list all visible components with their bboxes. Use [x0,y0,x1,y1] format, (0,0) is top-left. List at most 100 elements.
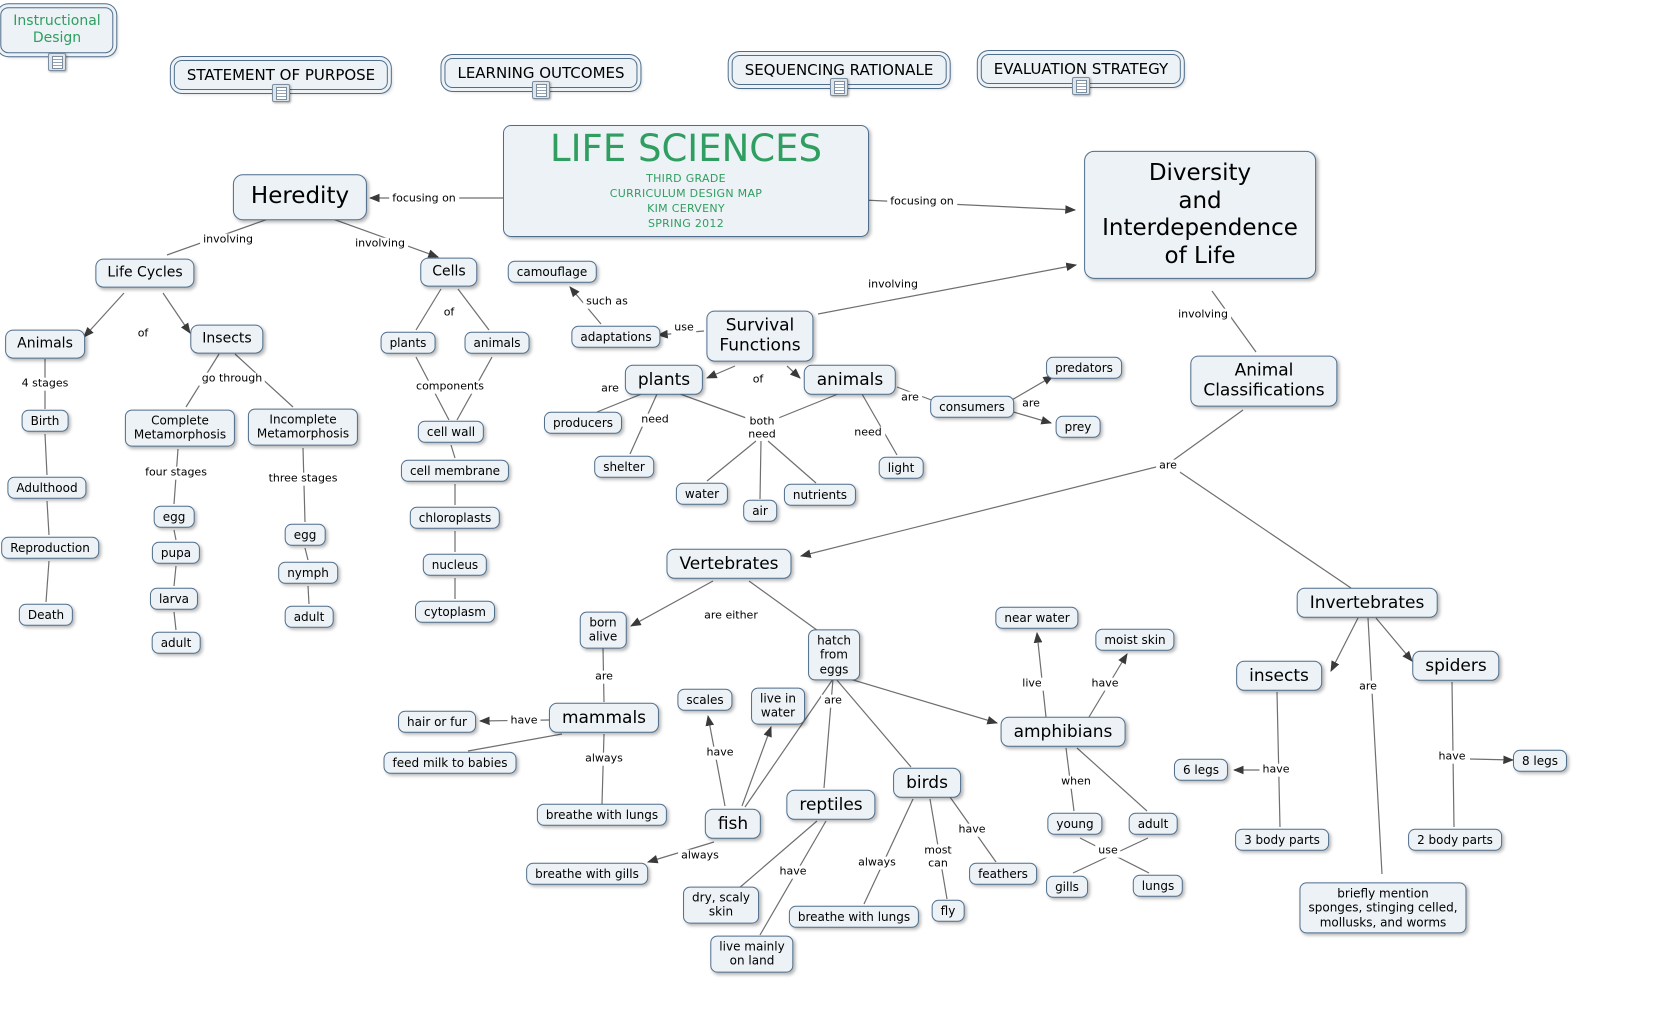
node-hair-or-fur[interactable]: hair or fur [398,710,476,734]
statement-resource-icon[interactable] [272,84,290,102]
node-consumers[interactable]: consumers [930,395,1014,419]
edge-label-have-reptiles: have [776,865,810,879]
node-feed-milk-to-babies[interactable]: feed milk to babies [383,751,517,775]
node-learning-outcomes[interactable]: LEARNING OUTCOMES [444,58,638,88]
node-cells[interactable]: Cells [420,257,478,287]
node-briefly-mention[interactable]: briefly mention sponges, stinging celled… [1299,882,1467,934]
edge-label-when-amphibians: when [1058,775,1094,789]
node-animals-cells[interactable]: animals [464,331,530,355]
node-light[interactable]: light [878,456,924,480]
node-cell-wall[interactable]: cell wall [417,420,485,444]
node-breathe-with-gills[interactable]: breathe with gills [526,862,648,886]
node-spiders[interactable]: spiders [1412,650,1500,682]
node-survival-functions[interactable]: Survival Functions [706,310,814,362]
node-birth[interactable]: Birth [21,409,69,433]
edge-line [45,560,50,603]
node-egg-complete[interactable]: egg [153,505,195,529]
node-insects-inv[interactable]: insects [1236,660,1322,692]
node-statement-of-purpose[interactable]: STATEMENT OF PURPOSE [173,60,389,90]
node-plants-cells[interactable]: plants [380,331,436,355]
node-two-body-parts[interactable]: 2 body parts [1408,828,1502,852]
node-fly[interactable]: fly [931,899,965,923]
node-young[interactable]: young [1047,812,1103,836]
node-near-water[interactable]: near water [995,606,1079,630]
node-adaptations[interactable]: adaptations [571,325,661,349]
node-breathe-with-lungs-birds[interactable]: breathe with lungs [788,905,920,929]
node-hatch-from-eggs[interactable]: hatch from eggs [808,629,860,681]
node-life-cycles[interactable]: Life Cycles [95,258,195,288]
node-pupa[interactable]: pupa [151,541,201,565]
node-amphibians[interactable]: amphibians [1000,716,1126,748]
edge-label-such-as: such as [583,295,631,309]
node-born-alive[interactable]: born alive [579,611,627,649]
node-reptiles[interactable]: reptiles [786,789,876,821]
node-invertebrates[interactable]: Invertebrates [1296,587,1438,619]
edge-label-involving-cells: involving [352,237,408,251]
node-nutrients[interactable]: nutrients [783,483,857,507]
node-gills[interactable]: gills [1046,875,1088,899]
instructional-design-resource-icon[interactable] [48,53,66,71]
edge-label-have-moist-skin: have [1088,677,1122,691]
edge-label-focusing-on-left: focusing on [389,192,459,206]
node-plants-sf[interactable]: plants [624,364,704,396]
node-heredity[interactable]: Heredity [232,174,368,220]
node-animal-classifications[interactable]: Animal Classifications [1190,355,1338,407]
node-predators[interactable]: predators [1046,356,1122,380]
node-scales[interactable]: scales [677,688,733,712]
node-egg-incomplete[interactable]: egg [284,523,326,547]
node-air[interactable]: air [743,499,777,523]
node-water[interactable]: water [675,482,729,506]
node-fish[interactable]: fish [704,808,762,840]
node-eight-legs[interactable]: 8 legs [1512,749,1568,773]
evaluation-resource-icon[interactable] [1072,77,1090,95]
node-six-legs[interactable]: 6 legs [1173,758,1229,782]
edge-line [467,733,563,752]
node-shelter[interactable]: shelter [594,455,654,479]
node-cell-membrane[interactable]: cell membrane [400,459,510,483]
node-adult-amphibian[interactable]: adult [1128,812,1178,836]
node-lungs[interactable]: lungs [1132,874,1184,898]
node-adult-incomplete[interactable]: adult [284,605,334,629]
node-animals-sf[interactable]: animals [803,364,897,396]
node-live-mainly-on-land[interactable]: live mainly on land [710,935,794,973]
node-insects-lc[interactable]: Insects [190,324,264,354]
node-three-body-parts[interactable]: 3 body parts [1235,828,1329,852]
node-vertebrates[interactable]: Vertebrates [666,548,792,580]
edge-line [842,676,999,725]
node-camouflage[interactable]: camouflage [507,260,597,284]
node-diversity[interactable]: Diversity and Interdependence of Life [1084,150,1316,280]
node-birds[interactable]: birds [893,767,961,799]
map-subtitle-line: SPRING 2012 [647,216,725,230]
node-chloroplasts[interactable]: chloroplasts [409,506,501,530]
node-adult-complete[interactable]: adult [151,631,201,655]
node-breathe-with-lungs-mammals[interactable]: breathe with lungs [536,803,668,827]
edge-label-need-shelter: need [638,413,672,427]
node-producers[interactable]: producers [543,411,623,435]
node-nymph[interactable]: nymph [278,561,338,585]
node-reproduction[interactable]: Reproduction [1,536,99,560]
node-live-in-water[interactable]: live in water [751,687,805,725]
node-incomplete-metamorphosis[interactable]: Incomplete Metamorphosis [247,408,359,446]
edge-label-are-insects-spiders: are [1356,680,1380,694]
node-mammals[interactable]: mammals [548,702,660,734]
node-prey[interactable]: prey [1055,415,1101,439]
node-feathers[interactable]: feathers [969,862,1037,886]
node-sequencing-rationale[interactable]: SEQUENCING RATIONALE [731,55,947,85]
node-moist-skin[interactable]: moist skin [1095,628,1175,652]
node-death[interactable]: Death [18,603,74,627]
node-animals-lc[interactable]: Animals [5,329,85,359]
edge-line [705,714,726,807]
sequencing-resource-icon[interactable] [830,78,848,96]
node-adulthood[interactable]: Adulthood [7,476,87,500]
edge-line [173,611,177,631]
node-dry-scaly-skin[interactable]: dry, scaly skin [683,886,759,924]
node-cytoplasm[interactable]: cytoplasm [415,600,495,624]
node-nucleus[interactable]: nucleus [422,553,488,577]
node-complete-metamorphosis[interactable]: Complete Metamorphosis [124,409,236,447]
map-title: LIFE SCIENCES [550,127,822,171]
node-larva[interactable]: larva [149,587,199,611]
node-instructional-design[interactable]: Instructional Design [0,7,114,53]
edge-line [861,393,898,456]
learning-resource-icon[interactable] [532,81,550,99]
